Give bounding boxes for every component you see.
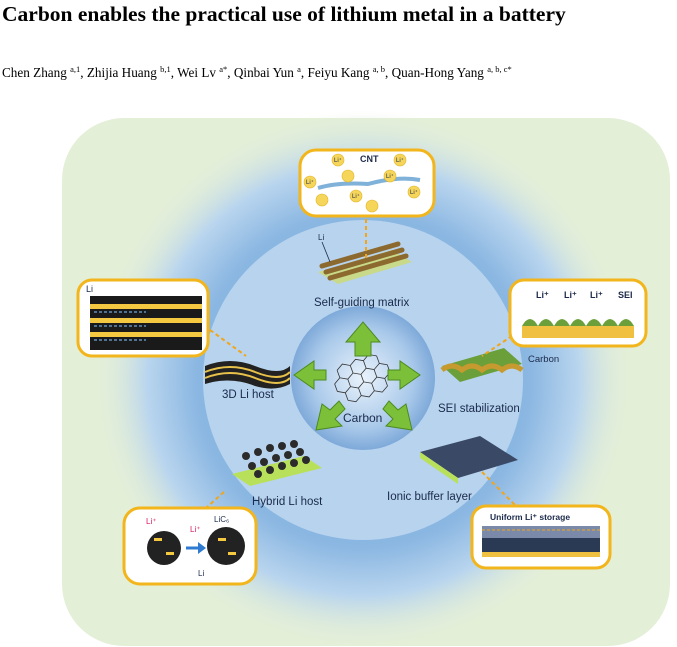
- arrow-down-right: [382, 400, 413, 431]
- author-affiliation: b,1: [160, 64, 171, 74]
- center-label: Carbon: [343, 411, 382, 425]
- hybrid-illustration: [232, 440, 322, 486]
- svg-text:Uniform Li⁺ storage: Uniform Li⁺ storage: [490, 512, 570, 522]
- author-affiliation: a*: [219, 64, 228, 74]
- author-name: Qinbai Yun: [233, 65, 298, 80]
- svg-text:LiC₆: LiC₆: [214, 515, 229, 524]
- author-affiliation: a, b, c*: [487, 64, 512, 74]
- inset-buffer: Uniform Li⁺ storage: [470, 504, 612, 570]
- author-affiliation: a: [297, 64, 301, 74]
- author-name: Feiyu Kang: [307, 65, 373, 80]
- svg-text:CNT: CNT: [360, 154, 379, 164]
- svg-text:Li⁺: Li⁺: [396, 157, 404, 164]
- svg-text:Li: Li: [318, 233, 324, 242]
- arrow-left: [293, 360, 327, 390]
- author-name: Zhijia Huang: [86, 65, 161, 80]
- arrows: [293, 321, 421, 431]
- arrow-up: [344, 321, 382, 357]
- author-list: Chen Zhang a,1, Zhijia Huang b,1, Wei Lv…: [2, 64, 512, 80]
- arrow-right: [387, 360, 421, 390]
- inset-sei: Li⁺ Li⁺ Li⁺ SEI: [508, 278, 648, 348]
- svg-text:Li⁺: Li⁺: [410, 189, 418, 196]
- buffer-illustration: [420, 436, 518, 484]
- svg-text:Li: Li: [86, 284, 93, 294]
- label-sei: SEI stabilization: [438, 403, 520, 415]
- graphene-sheet: [334, 354, 391, 403]
- svg-text:Li⁺: Li⁺: [386, 173, 394, 180]
- sei-illustration: Carbon: [440, 348, 559, 382]
- label-3d-host: 3D Li host: [222, 389, 275, 401]
- svg-text:Carbon: Carbon: [528, 354, 559, 365]
- svg-text:Li: Li: [198, 569, 204, 578]
- svg-text:Li⁺: Li⁺: [334, 157, 342, 164]
- inset-cnt: CNT Li⁺ Li⁺ Li⁺ Li⁺ Li⁺ Li⁺: [298, 148, 436, 218]
- svg-text:SEI: SEI: [618, 290, 633, 300]
- author-name: Wei Lv: [177, 65, 220, 80]
- svg-text:Li⁺: Li⁺: [190, 525, 200, 534]
- inset-hybrid: Li⁺ Li⁺ LiC₆ Li: [122, 506, 258, 586]
- label-buffer: Ionic buffer layer: [387, 491, 472, 503]
- svg-text:Li⁺: Li⁺: [352, 193, 360, 200]
- svg-text:Li⁺: Li⁺: [590, 290, 603, 300]
- svg-text:Li⁺: Li⁺: [536, 290, 549, 300]
- host-3d-illustration: [204, 361, 291, 389]
- author-name: Quan-Hong Yang: [391, 65, 488, 80]
- inset-3d-host: Li: [76, 278, 210, 358]
- svg-text:Li⁺: Li⁺: [306, 179, 314, 186]
- self-guiding-illustration: Li: [318, 233, 412, 284]
- label-self-guiding: Self-guiding matrix: [314, 297, 409, 309]
- paper-title: Carbon enables the practical use of lith…: [2, 2, 566, 26]
- label-hybrid: Hybrid Li host: [252, 496, 323, 508]
- author-name: Chen Zhang: [2, 65, 71, 80]
- svg-text:Li⁺: Li⁺: [146, 517, 156, 526]
- author-affiliation: a,1: [70, 64, 81, 74]
- arrow-down-left: [315, 400, 346, 431]
- svg-text:Li⁺: Li⁺: [564, 290, 577, 300]
- author-affiliation: a, b: [372, 64, 385, 74]
